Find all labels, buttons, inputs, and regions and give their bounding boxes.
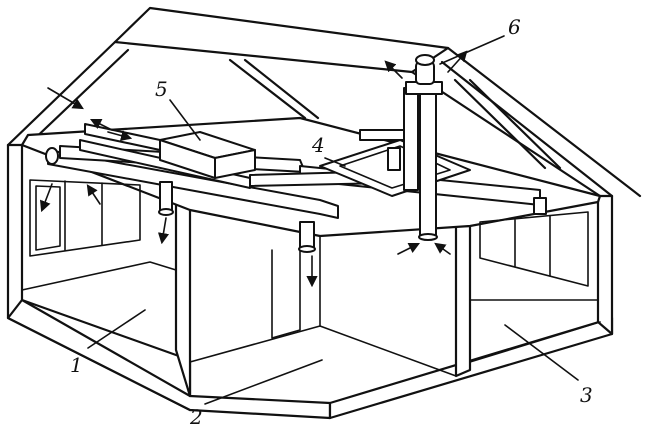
outlet-left (159, 181, 173, 211)
supply-duct-main (47, 149, 339, 219)
arrow-intake (47, 87, 84, 110)
roof (6, 6, 642, 198)
outlet-middle (299, 221, 315, 249)
arrow-exhaust-left (384, 60, 403, 79)
window-right (479, 211, 589, 287)
vent-shaft (403, 54, 443, 241)
label-air-handler: 5 (155, 77, 168, 101)
outlet-right (533, 197, 547, 215)
label-room-left: 1 (70, 353, 83, 377)
window-left (29, 179, 141, 257)
partition-right (454, 224, 472, 378)
airflow-arrows (39, 50, 468, 288)
label-roof-vent: 6 (508, 15, 521, 39)
exhaust-shaft (419, 89, 437, 237)
label-room-middle: 2 (189, 405, 203, 429)
leader-lines (87, 35, 579, 405)
arrow-exhaust-right (447, 50, 468, 73)
roof-slab (113, 6, 450, 74)
air-handler-unit (159, 131, 256, 179)
right-wall (596, 194, 614, 336)
label-room-right: 3 (580, 383, 593, 407)
label-heat-exchanger: 4 (311, 133, 325, 157)
